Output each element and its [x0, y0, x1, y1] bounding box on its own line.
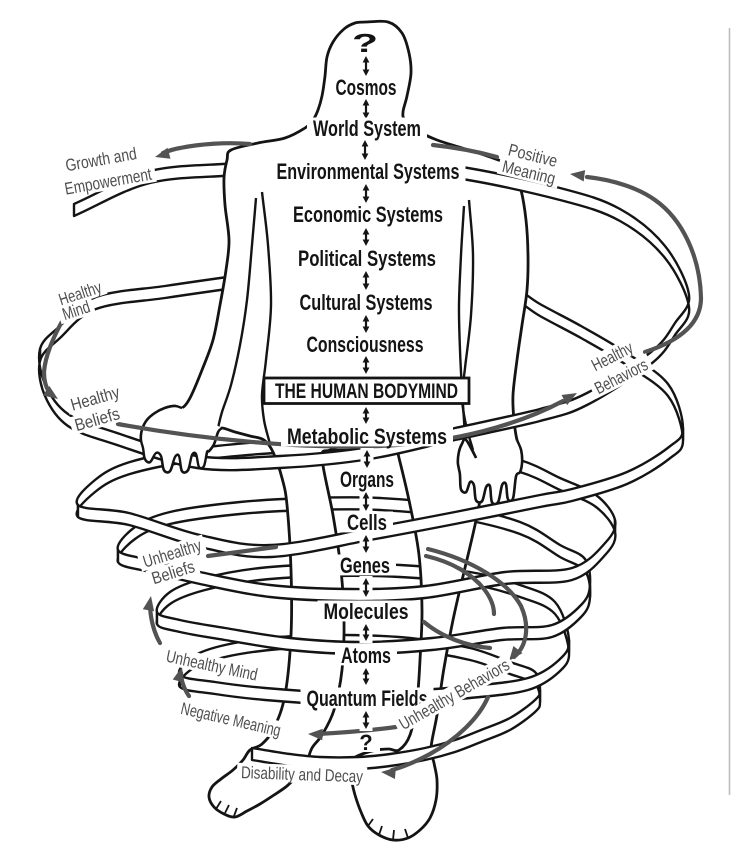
svg-text:Consciousness: Consciousness [307, 332, 424, 357]
svg-text:THE HUMAN BODYMIND: THE HUMAN BODYMIND [275, 380, 458, 403]
svg-text:Atoms: Atoms [341, 643, 391, 668]
svg-text:Cells: Cells [347, 510, 387, 535]
svg-text:Environmental Systems: Environmental Systems [277, 159, 460, 184]
svg-text:Genes: Genes [340, 553, 390, 578]
svg-text:Metabolic Systems: Metabolic Systems [287, 424, 447, 449]
svg-text:Cosmos: Cosmos [336, 75, 397, 100]
svg-text:Quantum Fields: Quantum Fields [307, 686, 428, 711]
svg-text:Organs: Organs [340, 467, 394, 492]
svg-text:?: ? [359, 730, 372, 755]
svg-text:World System: World System [313, 116, 421, 141]
svg-text:Cultural Systems: Cultural Systems [300, 290, 433, 315]
svg-text:Disability and Decay: Disability and Decay [241, 762, 364, 786]
svg-text:Molecules: Molecules [324, 599, 409, 624]
svg-text:?: ? [352, 28, 378, 58]
svg-text:Economic Systems: Economic Systems [293, 202, 443, 227]
svg-text:Political Systems: Political Systems [298, 246, 436, 271]
